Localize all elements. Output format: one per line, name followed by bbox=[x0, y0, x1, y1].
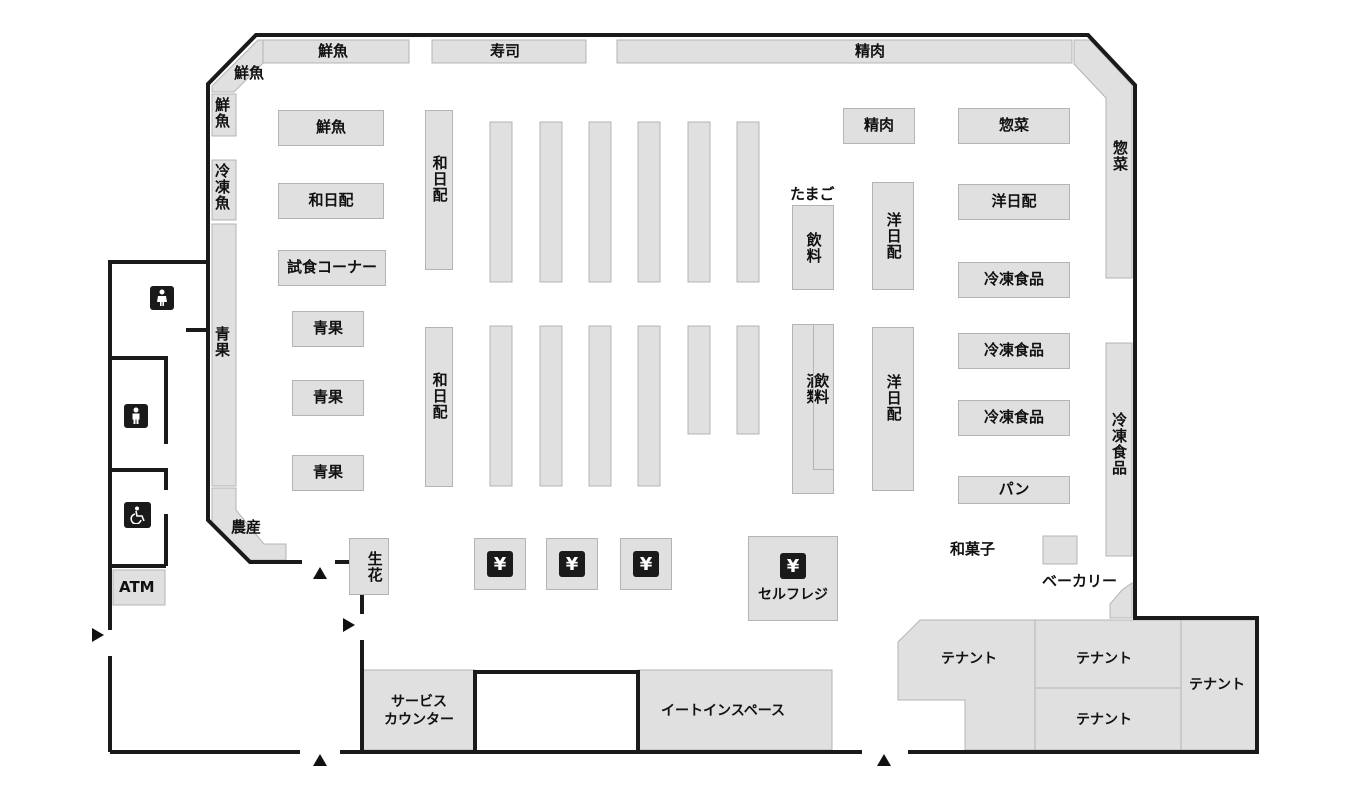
yen-icon: ¥ bbox=[559, 551, 585, 577]
label-fish-top: 鮮魚 bbox=[318, 42, 349, 60]
self-checkout-label: セルフレジ bbox=[758, 587, 828, 604]
label-eggs: たまご bbox=[790, 185, 835, 203]
label-atm: ATM bbox=[119, 578, 155, 596]
label-produce-left: 青果 bbox=[213, 326, 231, 358]
island-sampling-corner: 試食コーナー bbox=[278, 250, 386, 286]
tenant-area-mid-top bbox=[1034, 619, 1182, 689]
island-yonichihai-right: 洋日配 bbox=[958, 184, 1070, 220]
label-meat-top: 精肉 bbox=[855, 42, 886, 60]
fixture-frozen-right bbox=[1105, 342, 1133, 557]
self-checkout[interactable]: ¥ セルフレジ bbox=[748, 536, 838, 621]
label-wagashi: 和菓子 bbox=[950, 540, 996, 558]
label-sushi-top: 寿司 bbox=[490, 42, 521, 60]
label-eat-in: イートインスペース bbox=[661, 703, 786, 719]
island-drinks-1: 飲料 bbox=[792, 205, 834, 290]
label-bakery: ベーカリー bbox=[1042, 572, 1118, 590]
entrance-arrow-icon bbox=[92, 628, 104, 642]
island-produce-1: 青果 bbox=[292, 311, 364, 347]
fixture-deli-corner bbox=[1073, 39, 1133, 279]
fixture-frozen-fish-left bbox=[211, 159, 237, 221]
fixture-bakery-corner bbox=[1109, 582, 1133, 619]
entrance-arrow-icon bbox=[343, 618, 355, 632]
female-restroom-icon bbox=[150, 286, 174, 310]
island-meat: 精肉 bbox=[843, 108, 915, 144]
island-deli: 惣菜 bbox=[958, 108, 1070, 144]
register-1[interactable]: ¥ bbox=[474, 538, 526, 590]
tenant-area-mid-bottom bbox=[1034, 687, 1182, 751]
label-service-counter: サービス カウンター bbox=[384, 694, 454, 728]
label-frozen-fish-left: 冷凍魚 bbox=[213, 163, 231, 211]
label-tenant-3: テナント bbox=[1076, 712, 1132, 728]
wheelchair-icon bbox=[124, 502, 151, 528]
fixture-fish-corner bbox=[211, 39, 264, 93]
label-fish-corner: 鮮魚 bbox=[234, 64, 265, 82]
island-frozen-food-2: 冷凍食品 bbox=[958, 333, 1070, 369]
entrance-arrow-icon bbox=[877, 754, 891, 766]
fixture-flowers: 生花 bbox=[349, 538, 389, 595]
island-wanichihai: 和日配 bbox=[278, 183, 384, 219]
eat-in-area bbox=[637, 669, 833, 751]
fixture-sushi-top bbox=[431, 39, 587, 64]
yen-icon: ¥ bbox=[487, 551, 513, 577]
island-frozen-food-1: 冷凍食品 bbox=[958, 262, 1070, 298]
tenant-area-left bbox=[897, 619, 1036, 751]
island-bread: パン bbox=[958, 476, 1070, 504]
entrance-arrow-icon bbox=[313, 754, 327, 766]
label-tenant-4: テナント bbox=[1189, 677, 1245, 693]
atm-area bbox=[112, 569, 166, 606]
tenant-area-right bbox=[1180, 619, 1258, 751]
island-produce-3: 青果 bbox=[292, 455, 364, 491]
label-frozen-right: 冷凍食品 bbox=[1110, 412, 1128, 476]
label-fish-left: 鮮魚 bbox=[213, 97, 231, 129]
fixture-produce-left bbox=[211, 223, 237, 487]
male-restroom-icon bbox=[124, 404, 148, 428]
label-farm-produce: 農産 bbox=[231, 518, 262, 536]
yen-icon: ¥ bbox=[633, 551, 659, 577]
label-deli-right: 惣菜 bbox=[1111, 140, 1129, 172]
island-drinks-2: 飲料 bbox=[812, 324, 834, 470]
island-fish: 鮮魚 bbox=[278, 110, 384, 146]
island-wanichihai-vertical-1: 和日配 bbox=[425, 110, 453, 270]
register-3[interactable]: ¥ bbox=[620, 538, 672, 590]
island-yonichihai-vertical-2: 洋日配 bbox=[872, 327, 914, 491]
label-tenant-2: テナント bbox=[1076, 651, 1132, 667]
fixture-meat-top bbox=[616, 39, 1073, 64]
entrance-arrow-icon bbox=[313, 567, 327, 579]
island-yonichihai-vertical-1: 洋日配 bbox=[872, 182, 914, 290]
label-tenant-1: テナント bbox=[941, 651, 997, 667]
register-2[interactable]: ¥ bbox=[546, 538, 598, 590]
island-wanichihai-vertical-2: 和日配 bbox=[425, 327, 453, 487]
island-frozen-food-3: 冷凍食品 bbox=[958, 400, 1070, 436]
island-produce-2: 青果 bbox=[292, 380, 364, 416]
yen-icon: ¥ bbox=[780, 553, 806, 580]
fixture-fish-left bbox=[211, 93, 237, 137]
